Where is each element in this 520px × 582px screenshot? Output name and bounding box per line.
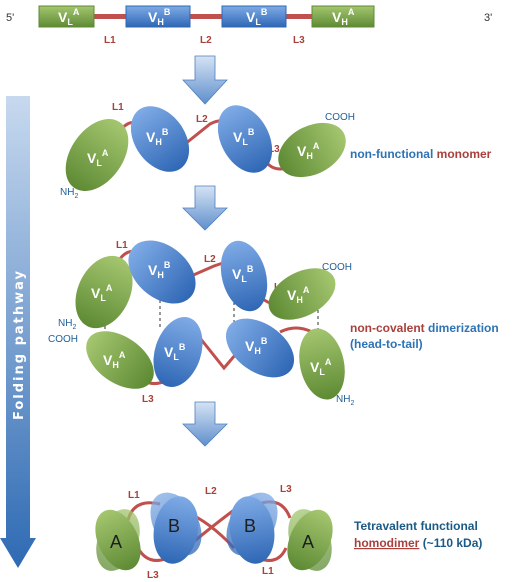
dimer-top-vl-a: VLA [75,255,133,329]
homodimer-domain-a-left: A [95,509,141,571]
monomer-linker-l3: L3 [268,144,280,155]
monomer-linker-l1: L1 [112,102,124,113]
dimer-bottom-vh-a: VHA [86,331,154,389]
gene-block-vh-a: VHA [311,5,375,28]
svg-text:A: A [302,532,314,552]
monomer-domain-vh-b: VHB [130,106,190,172]
dimer-top-vh-b: VHB [128,240,196,304]
folding-pathway-arrow: Folding pathway [0,96,36,568]
dimer-nh2-terminus-bottom: NH2 [336,394,354,407]
homodimer-domain-b-right: B [226,492,278,564]
dimer-bottom-vh-b: VHB [225,318,295,378]
svg-text:VHB: VHB [148,260,171,280]
gene-linker-l3: L3 [293,35,305,46]
svg-text:VHB: VHB [146,127,169,147]
svg-text:VLB: VLB [246,7,268,27]
stage-monomer-label: non-functional monomer [350,147,492,161]
monomer-nh2-terminus: NH2 [60,187,78,200]
step-arrow-1 [182,55,228,105]
homodimer-linker-l2: L2 [205,486,217,497]
svg-text:VLA: VLA [58,7,80,27]
dimer-bottom-vl-a: VLA [299,328,345,400]
dimer-cooh-terminus-top: COOH [322,262,352,273]
homodimer-linker-l1-top: L1 [128,490,140,501]
homodimer-linker-l3-top: L3 [280,484,292,495]
dimer-bottom-vl-b: VLB [153,317,203,387]
gene-block-vl-b: VLB [221,5,287,28]
monomer-cooh-terminus: COOH [325,112,355,123]
svg-text:VLB: VLB [164,342,186,362]
stage-dimerization-sublabel: (head-to-tail) [350,337,423,351]
gene-block-vh-b: VHB [125,5,191,28]
svg-text:VHB: VHB [245,336,268,356]
dimer-linker-bottom-l3: L3 [142,394,154,405]
svg-text:B: B [168,516,180,536]
svg-text:VHA: VHA [103,350,126,370]
dimer-top-vl-b: VLB [220,240,268,312]
monomer-domain-vl-a: VLA [65,118,129,192]
monomer-linker-l2: L2 [196,114,208,125]
svg-text:VHA: VHA [287,285,310,305]
gene-block-vl-a: VLA [38,5,95,28]
gene-linker-l2: L2 [200,35,212,46]
stage-homodimer-sublabel: homodimer (~110 kDa) [354,536,482,550]
monomer-domain-vl-b: VLB [217,105,273,173]
homodimer-linker-l3-bottom: L3 [147,570,159,581]
homodimer-linker-l1-bottom: L1 [262,566,274,577]
dimer-top-vh-a: VHA [268,268,336,320]
homodimer-domain-a-right: A [287,509,333,571]
gene-linker-l1: L1 [104,35,116,46]
three-prime-label: 3' [484,12,492,24]
gene-construct: 5' 3' VLA VHB VLB VHA L1 L2 L3 [6,5,492,46]
folding-pathway-label: Folding pathway [12,269,27,420]
svg-text:VLB: VLB [233,127,255,147]
homodimer-domain-b-left: B [150,492,202,564]
step-arrow-3 [182,401,228,447]
svg-text:VLA: VLA [310,357,332,377]
stage-dimerization-label: non-covalent dimerization [350,321,499,335]
dimer-nh2-terminus-top: NH2 [58,318,76,331]
svg-text:VHA: VHA [297,141,320,161]
gene-linker-line [76,14,356,19]
monomer-domain-vh-a: VHA [278,122,346,178]
svg-text:B: B [244,516,256,536]
svg-text:VLA: VLA [87,148,109,168]
svg-text:VHA: VHA [332,7,355,27]
svg-text:VHB: VHB [148,7,171,27]
svg-text:VLB: VLB [232,264,254,284]
dimer-cooh-terminus-bottom: COOH [48,334,78,345]
svg-text:VLA: VLA [91,283,113,303]
svg-text:A: A [110,532,122,552]
five-prime-label: 5' [6,12,14,24]
dimer-linker-top-l1: L1 [116,240,128,251]
dimer-linker-top-l2: L2 [204,254,216,265]
stage-homodimer-label: Tetravalent functional [354,519,478,533]
step-arrow-2 [182,185,228,231]
